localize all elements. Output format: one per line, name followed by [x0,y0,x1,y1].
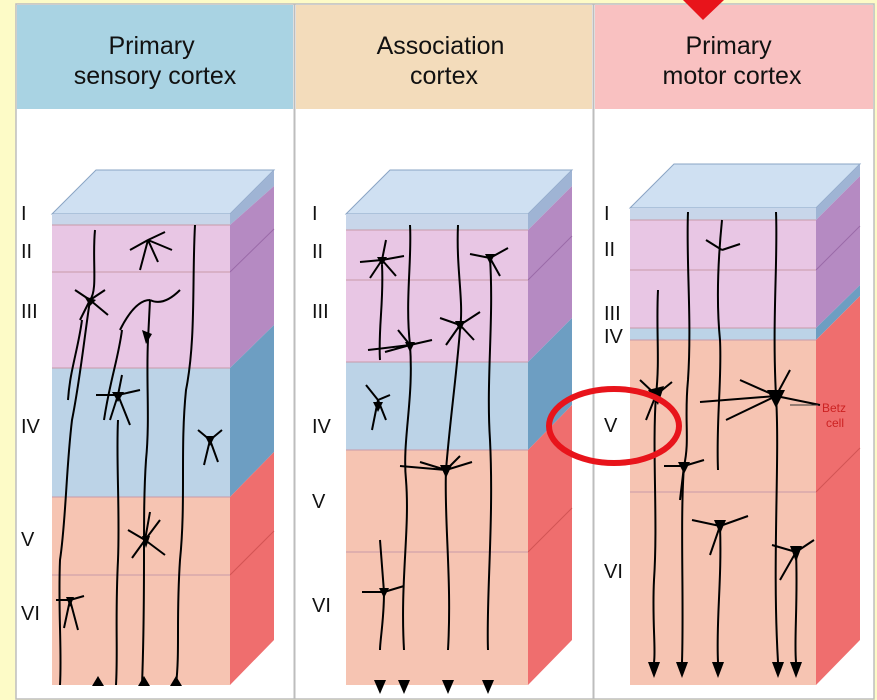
panel-1-header [17,5,293,109]
side-layer-2-3 [816,176,860,328]
layer-label: VI [21,603,40,625]
arrow-down-icon [712,662,724,678]
arrow-up-icon [92,676,104,686]
layer-label: IV [604,326,624,348]
layer-label: II [604,239,615,261]
side-layer-4 [816,285,860,340]
panel-3-title: Primary motor cortex [663,32,802,90]
layer-band-VI [346,552,528,685]
arrow-down-icon [676,662,688,678]
panel-2-title-line-1: Association [377,32,505,60]
panel-1-title-line-2: sensory cortex [74,62,237,90]
sensory-cortex-block [50,169,276,686]
side-layer-4 [230,325,274,497]
layer-label: I [604,203,610,225]
side-layer-2-3 [528,186,572,362]
layer-band-I [630,208,816,220]
layer-band-V [630,340,816,492]
layer-band-II [630,220,816,270]
layer-label: V [312,491,326,513]
layer-band-V [346,450,528,552]
side-layer-5-6 [816,296,860,685]
layer-band-III [630,270,816,328]
arrow-down-icon [442,680,454,694]
side-layer-4 [528,318,572,450]
arrow-down-icon [772,662,784,678]
panel-3-title-line-2: motor cortex [663,62,802,90]
axon-arrowheads [92,662,802,694]
layer-label: III [21,301,38,323]
layer-band-IV [630,328,816,340]
motor-cortex-block [628,163,862,685]
layer-band-I [52,214,230,225]
motor-layer-labels: I II III IV V VI [604,203,624,583]
layer-label: IV [21,416,41,438]
side-layer-1 [528,170,572,230]
layer-band-IV [52,368,230,497]
association-layer-labels: I II III IV V VI [312,203,332,617]
layer-band-III [52,272,230,368]
layer-label: VI [312,595,331,617]
arrow-down-icon [648,662,660,678]
arrow-up-icon [170,676,182,686]
layer-band-I [346,214,528,230]
panel-3-header [595,5,873,109]
layer-label: II [21,241,32,263]
arrow-down-icon [374,680,386,694]
sensory-layer-labels: I II III IV V VI [21,203,41,625]
association-cortex-block [344,169,574,685]
panel-2-header [296,5,592,109]
side-layer-1 [230,170,274,225]
side-layer-5-6 [528,405,572,685]
sensory-neurons [56,224,223,686]
side-layer-1 [816,164,860,220]
layer-label: VI [604,561,623,583]
layer-label: II [312,241,323,263]
red-arrow-icon [683,0,724,20]
betz-cell-label: Betz cell [822,401,849,430]
panel-2-title-line-2: cortex [410,62,479,90]
layer-label: III [312,301,329,323]
layer-label: III [604,303,621,325]
panel-1-title-line-1: Primary [108,32,195,60]
layer-label: V [604,415,618,437]
layer-label: IV [312,416,332,438]
layer-label: I [21,203,27,225]
side-layer-2-3 [230,186,274,368]
arrow-up-icon [138,676,150,686]
panel-3-title-line-1: Primary [685,32,772,60]
arrow-down-icon [482,680,494,694]
layer-band-IV [346,362,528,450]
arrow-down-icon [790,662,802,678]
association-neurons [359,224,509,651]
layer-label: V [21,529,35,551]
arrow-down-icon [398,680,410,694]
highlight-circle [546,386,682,466]
side-layer-5-6 [230,452,274,685]
layer-band-V [52,497,230,575]
panel-2-title: Association cortex [377,32,512,90]
layer-label: I [312,203,318,225]
layer-band-VI [52,575,230,685]
panel-1-title: Primary sensory cortex [74,32,237,90]
